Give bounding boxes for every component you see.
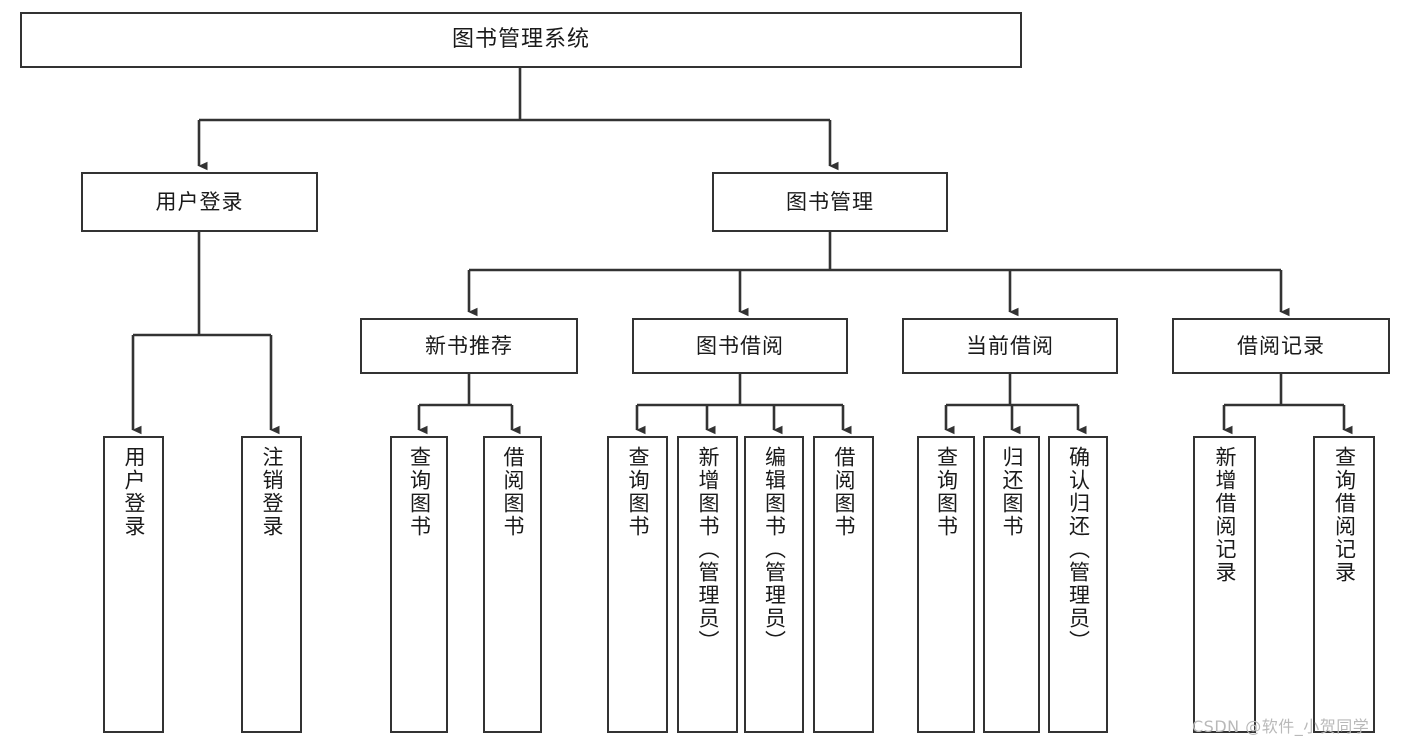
- node-label: 编辑图书（管理员）: [762, 446, 787, 653]
- node-book-borrow[interactable]: 图书借阅: [632, 318, 848, 374]
- node-label: 借阅记录: [1237, 333, 1325, 358]
- node-label: 借阅图书: [831, 446, 856, 538]
- node-label: 注销登录: [259, 446, 284, 538]
- node-root-book-management-system[interactable]: 图书管理系统: [20, 12, 1022, 68]
- node-label: 查询图书: [625, 446, 650, 538]
- node-leaf-add-book[interactable]: 新增图书（管理员）: [677, 436, 738, 733]
- node-leaf-return-book[interactable]: 归还图书: [983, 436, 1040, 733]
- node-leaf-query-book-2[interactable]: 查询图书: [607, 436, 668, 733]
- node-label: 新增借阅记录: [1212, 446, 1237, 584]
- node-label: 用户登录: [121, 446, 146, 538]
- node-leaf-query-record[interactable]: 查询借阅记录: [1313, 436, 1375, 733]
- node-leaf-confirm-return[interactable]: 确认归还（管理员）: [1048, 436, 1108, 733]
- node-borrow-record[interactable]: 借阅记录: [1172, 318, 1390, 374]
- node-label: 确认归还（管理员）: [1066, 446, 1091, 653]
- node-label: 归还图书: [999, 446, 1024, 538]
- node-leaf-add-record[interactable]: 新增借阅记录: [1193, 436, 1256, 733]
- node-label: 图书借阅: [696, 333, 784, 358]
- watermark-text: CSDN @软件_小贺同学: [1192, 717, 1370, 736]
- node-leaf-borrow-book-1[interactable]: 借阅图书: [483, 436, 542, 733]
- node-leaf-borrow-book-2[interactable]: 借阅图书: [813, 436, 874, 733]
- node-new-book-recommend[interactable]: 新书推荐: [360, 318, 578, 374]
- node-label: 新书推荐: [425, 333, 513, 358]
- node-label: 查询图书: [934, 446, 959, 538]
- node-leaf-query-book-1[interactable]: 查询图书: [390, 436, 448, 733]
- node-label: 用户登录: [155, 189, 244, 214]
- node-label: 查询图书: [407, 446, 432, 538]
- node-leaf-user-logout[interactable]: 注销登录: [241, 436, 302, 733]
- node-label: 当前借阅: [966, 333, 1054, 358]
- node-user-login[interactable]: 用户登录: [81, 172, 318, 232]
- node-leaf-edit-book[interactable]: 编辑图书（管理员）: [744, 436, 804, 733]
- node-label: 查询借阅记录: [1332, 446, 1357, 584]
- node-book-manage[interactable]: 图书管理: [712, 172, 948, 232]
- node-label: 新增图书（管理员）: [695, 446, 720, 653]
- node-label: 借阅图书: [500, 446, 525, 538]
- node-leaf-user-login[interactable]: 用户登录: [103, 436, 164, 733]
- node-label: 图书管理: [786, 189, 874, 214]
- node-label: 图书管理系统: [451, 27, 590, 53]
- node-leaf-query-book-3[interactable]: 查询图书: [917, 436, 975, 733]
- node-current-borrow[interactable]: 当前借阅: [902, 318, 1118, 374]
